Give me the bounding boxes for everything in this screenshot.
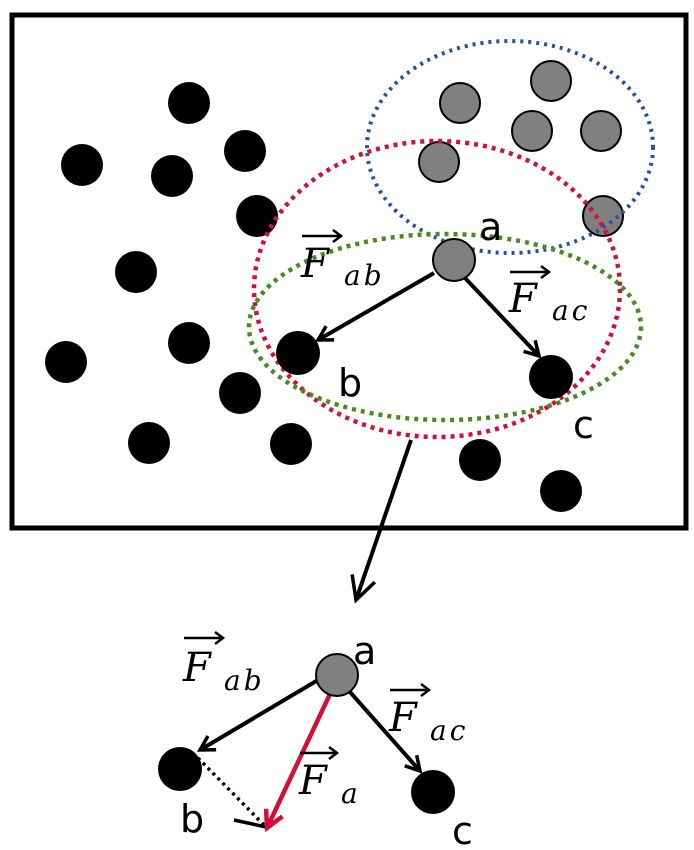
red-neighborhood xyxy=(251,138,623,440)
vector-label-f-ab: F ab xyxy=(300,229,385,292)
node xyxy=(61,144,103,186)
node xyxy=(224,130,266,172)
detail-force-arrow-ac xyxy=(348,690,423,774)
vector-subscript: ab xyxy=(224,664,265,697)
node xyxy=(168,322,210,364)
node xyxy=(236,195,278,237)
vector-subscript: a xyxy=(341,777,361,810)
detail-node-c xyxy=(411,770,455,814)
node xyxy=(511,110,553,152)
gray-nodes xyxy=(418,60,624,237)
vector-f: F xyxy=(388,695,418,741)
node xyxy=(459,439,501,481)
node xyxy=(540,470,582,512)
zoom-arrow xyxy=(350,439,413,604)
node xyxy=(151,155,193,197)
blue-neighborhood xyxy=(365,39,655,255)
vector-subscript: ab xyxy=(344,259,385,292)
node xyxy=(582,195,624,237)
detail-force-arrow-ab xyxy=(196,678,320,752)
node xyxy=(115,251,157,293)
detail-label-a: a xyxy=(353,629,376,673)
node xyxy=(439,82,481,124)
detail-vector-label-f-ac: F ac xyxy=(388,683,468,747)
detail-projection-tick xyxy=(233,818,267,829)
node xyxy=(128,422,170,464)
vector-f: F xyxy=(298,758,328,804)
force-arrow-ac xyxy=(463,276,542,359)
detail-label-c: c xyxy=(452,809,473,850)
green-neighborhood xyxy=(246,231,644,423)
node xyxy=(418,141,460,183)
resultant-force-arrow xyxy=(267,693,333,828)
vector-subscript: ac xyxy=(430,714,468,747)
vector-f: F xyxy=(508,276,538,322)
detail-vector-label-f-ab: F ab xyxy=(182,631,265,697)
label-c: c xyxy=(573,403,594,447)
node-a xyxy=(432,238,476,282)
detail-projection-line xyxy=(196,756,267,828)
node xyxy=(45,341,87,383)
node xyxy=(270,423,312,465)
vector-f: F xyxy=(182,645,212,691)
vector-label-f-ac: F ac xyxy=(508,265,590,327)
label-a: a xyxy=(479,205,502,249)
node xyxy=(219,372,261,414)
label-b: b xyxy=(338,361,362,405)
detail-vector-label-f-a: F a xyxy=(298,746,361,810)
detail-node-a xyxy=(315,653,359,697)
node-c xyxy=(529,355,573,399)
node xyxy=(530,60,572,102)
detail-label-b: b xyxy=(180,797,204,841)
node-b xyxy=(276,331,320,375)
force-arrow-ab xyxy=(314,271,436,342)
black-nodes xyxy=(45,82,582,512)
frame xyxy=(9,12,689,531)
node xyxy=(580,110,622,152)
vector-subscript: ac xyxy=(552,294,590,327)
node xyxy=(168,82,210,124)
detail-node-b xyxy=(158,747,202,791)
vector-f: F xyxy=(300,241,330,287)
